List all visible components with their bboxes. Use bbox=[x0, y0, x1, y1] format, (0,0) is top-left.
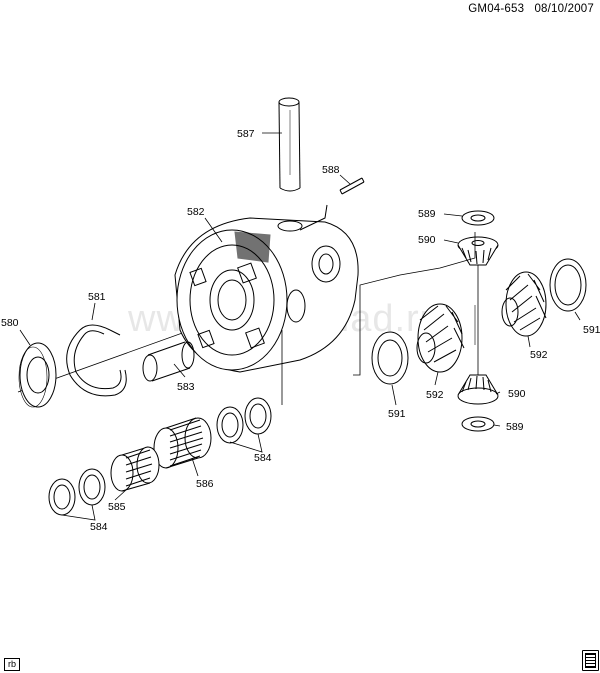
part-584-lower-washer-pair bbox=[48, 468, 106, 516]
part-590-upper-pinion-gear bbox=[457, 236, 499, 266]
part-583-pinion-shaft bbox=[142, 341, 195, 382]
callout-588: 588 bbox=[322, 164, 340, 176]
callout-587: 587 bbox=[237, 128, 255, 140]
part-584-upper-washer-pair bbox=[216, 397, 272, 444]
part-590-lower-pinion-gear bbox=[457, 374, 499, 405]
callout-592-right: 592 bbox=[530, 349, 548, 361]
callout-589-upper: 589 bbox=[418, 208, 436, 220]
footer-tag: rb bbox=[4, 658, 21, 671]
callout-labels: 587 588 582 589 590 581 580 583 591 592 … bbox=[1, 128, 600, 533]
callout-590-upper: 590 bbox=[418, 234, 436, 246]
part-589-upper-washer bbox=[461, 210, 495, 226]
part-589-lower-washer bbox=[461, 416, 495, 432]
callout-582: 582 bbox=[187, 206, 205, 218]
callout-584-lower: 584 bbox=[90, 521, 108, 533]
diagram-header: GM04-653 08/10/2007 bbox=[468, 3, 594, 15]
callout-585: 585 bbox=[108, 501, 126, 513]
diagram-code: GM04-653 bbox=[468, 3, 525, 15]
diagram-date: 08/10/2007 bbox=[534, 3, 594, 15]
part-591-left-side-washer bbox=[371, 331, 409, 385]
callout-580: 580 bbox=[1, 317, 19, 329]
part-580-thrust-washer bbox=[18, 342, 57, 408]
callout-592-left: 592 bbox=[426, 389, 444, 401]
leader-lines bbox=[19, 132, 581, 521]
callout-591-right: 591 bbox=[583, 324, 600, 336]
part-592-right-side-gear bbox=[501, 271, 547, 337]
callout-584-upper: 584 bbox=[254, 452, 272, 464]
callout-586: 586 bbox=[196, 478, 214, 490]
part-588-lock-pin bbox=[339, 177, 365, 195]
part-582-differential-case bbox=[174, 204, 359, 373]
callout-591-left: 591 bbox=[388, 408, 406, 420]
part-581-snap-ring bbox=[66, 324, 127, 397]
part-591-right-side-washer bbox=[549, 258, 587, 312]
publisher-logo-icon bbox=[582, 650, 599, 671]
callout-589-lower: 589 bbox=[506, 421, 524, 433]
part-587-cross-shaft bbox=[278, 97, 301, 192]
part-592-left-side-gear bbox=[416, 303, 465, 373]
part-586-clutch-gear bbox=[153, 417, 212, 469]
callout-583: 583 bbox=[177, 381, 195, 393]
part-585-splined-sleeve bbox=[110, 446, 160, 492]
callout-590-lower: 590 bbox=[508, 388, 526, 400]
callout-581: 581 bbox=[88, 291, 106, 303]
